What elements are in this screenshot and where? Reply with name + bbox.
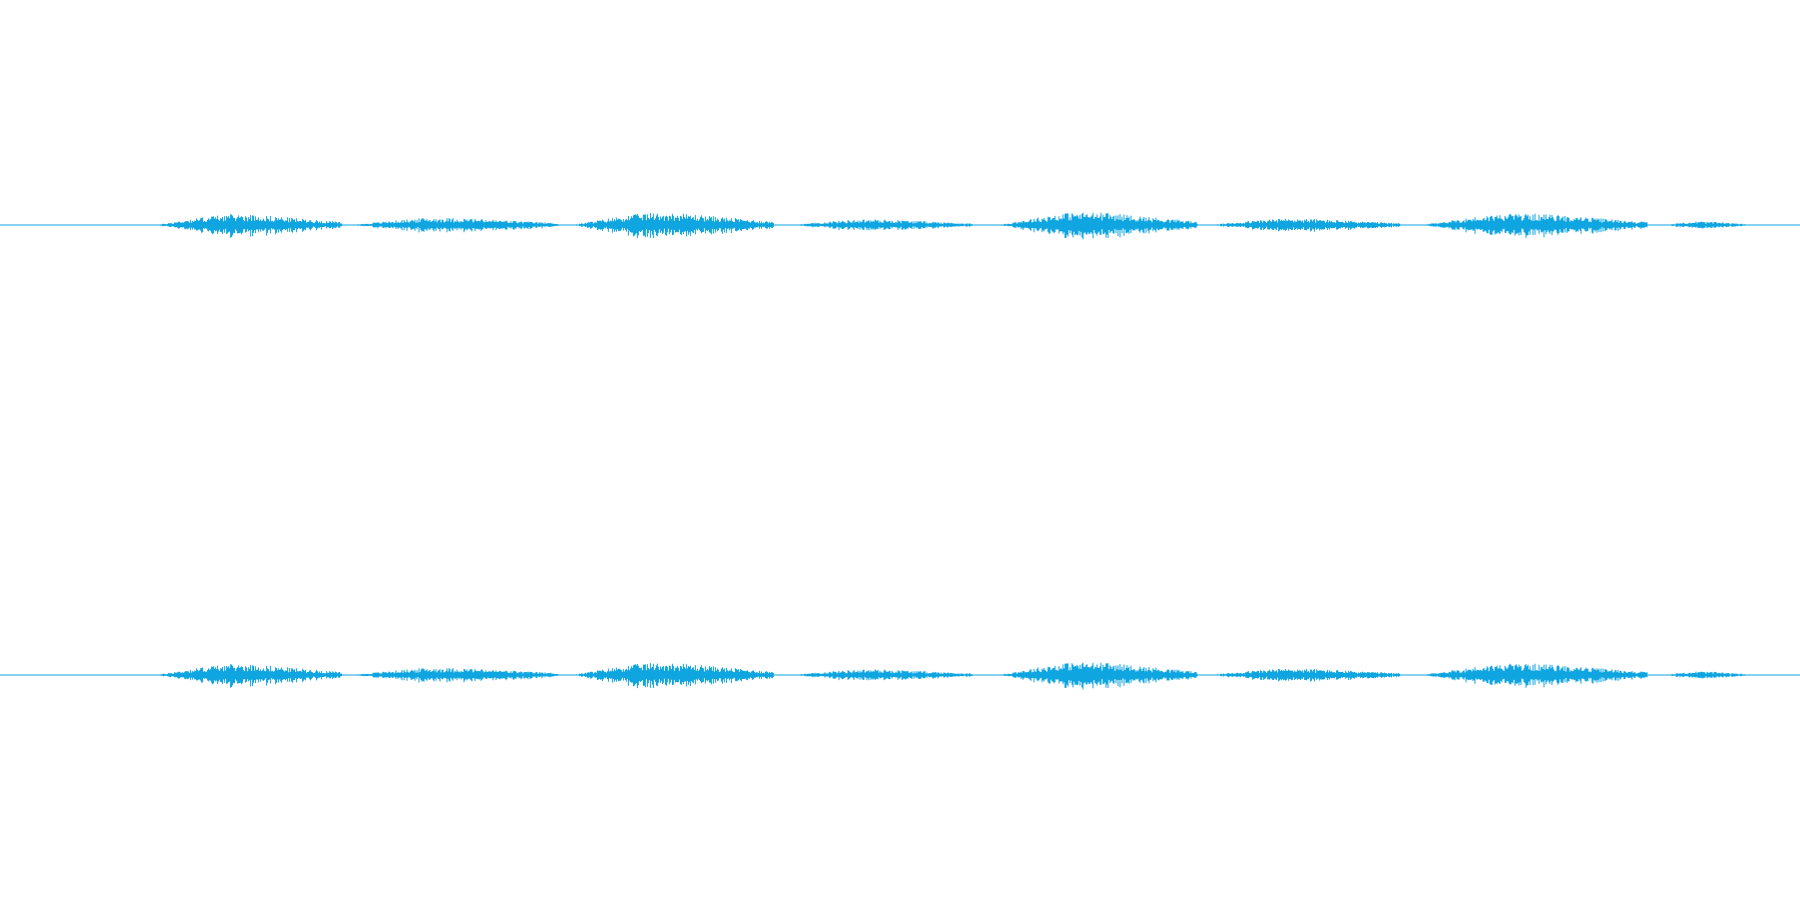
channel-2-waveform	[0, 662, 1800, 690]
waveform-segment-8	[1665, 671, 1747, 679]
waveform-segment-4	[792, 669, 973, 681]
waveform-segment-7	[1422, 663, 1648, 688]
waveform-segment-6	[1210, 668, 1401, 682]
waveform-segment-1	[157, 214, 343, 238]
waveform-segment-3	[572, 213, 774, 239]
waveform-segment-2	[351, 218, 559, 233]
waveform-segment-4	[792, 219, 973, 231]
waveform-segment-5	[999, 212, 1198, 240]
waveform-segment-5	[999, 662, 1198, 690]
waveform-segment-8	[1665, 221, 1747, 229]
waveform-segment-1	[157, 664, 343, 688]
waveform-segment-7	[1422, 213, 1648, 238]
waveform-segment-2	[351, 668, 559, 683]
channel-1-waveform	[0, 212, 1800, 240]
waveform-segment-6	[1210, 218, 1401, 232]
waveform-segment-3	[572, 663, 774, 689]
